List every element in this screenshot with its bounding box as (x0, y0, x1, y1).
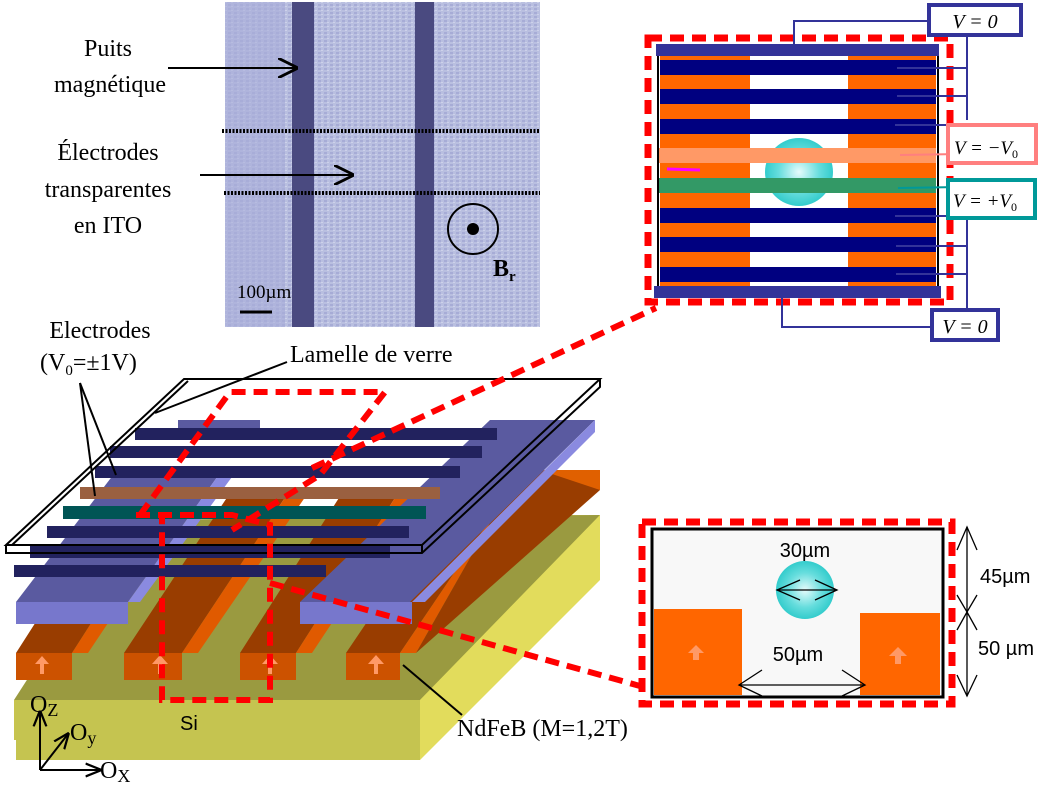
up-arrow-icon (368, 655, 384, 674)
zoom-leader-bottom (269, 580, 641, 689)
positive-electrode-stripe (63, 506, 426, 519)
field-label: Br (493, 256, 516, 285)
field-dot-icon (467, 223, 479, 235)
up-arrow-icon (889, 647, 907, 664)
magnet-strip-front (124, 653, 182, 680)
voltage-top-label: V = 0 (952, 11, 997, 33)
zoom-region-top (137, 389, 392, 533)
pink-marker (666, 167, 701, 172)
bus-bar-top (656, 44, 939, 56)
glass-slide-leader (154, 361, 288, 414)
upper-electrode-stripes (14, 420, 497, 577)
ground-electrode (660, 60, 936, 75)
wire (793, 20, 935, 44)
magnet-leader (402, 664, 463, 716)
wells-label-line2: magnétique (54, 72, 166, 98)
coordinate-axes: OZ Oy OX (30, 692, 130, 786)
negative-electrode-stripe (80, 487, 440, 499)
ground-electrode (660, 208, 936, 223)
voltage-box-bottom: V = 0 (930, 308, 1000, 342)
ground-electrode (660, 89, 936, 104)
cross-section-view: 30µm 50µm 45µm 50 µm (638, 518, 1034, 708)
ground-electrode-stripe (47, 526, 409, 538)
ground-electrode (660, 237, 936, 252)
ground-electrode (660, 267, 936, 282)
magnet-block-top (416, 470, 600, 653)
ito-label-line2: transparentes (45, 177, 172, 203)
ito-label-line3: en ITO (74, 213, 142, 239)
up-arrow-icon (35, 656, 49, 674)
ground-electrode-stripe (14, 565, 326, 577)
ground-electrodes (660, 60, 936, 282)
bead-diameter-label: 30µm (780, 540, 830, 562)
electrode-block-side (412, 420, 595, 602)
upper-height-label: 45µm (980, 566, 1030, 588)
device-3d-assembly (3, 305, 658, 760)
ground-electrode-stripe (95, 466, 460, 478)
voltage-box-top: V = 0 (927, 3, 1023, 37)
voltage-box-positive: V = +V0 (946, 178, 1037, 220)
glass-slide-label: Lamelle de verre (290, 342, 453, 368)
ground-electrode (660, 119, 936, 134)
magnetic-well-stripe (292, 2, 314, 327)
magnet-block-side (520, 470, 600, 490)
zoom-leader-top (310, 305, 658, 471)
voltage-negative-label: V = −V0 (954, 138, 1018, 161)
bus-bar-bottom (654, 286, 941, 298)
electrode-block-front (300, 602, 412, 624)
electrodes-leader (79, 382, 96, 497)
zoom-frame-top (644, 34, 954, 306)
field-out-of-plane-icon (447, 203, 499, 255)
magnetic-well-stripe (415, 2, 434, 327)
magnet-strip-front (346, 653, 400, 680)
glass-slide (3, 378, 603, 554)
axis-y-label: Oy (70, 720, 96, 748)
voltage-positive-label: V = +V0 (953, 191, 1017, 214)
lower-height-label: 50 µm (978, 638, 1034, 660)
voltage-bottom-label: V = 0 (942, 316, 987, 338)
negative-electrode (659, 148, 936, 163)
ground-electrode-stripe (135, 428, 497, 440)
axis-x-label: OX (100, 758, 130, 786)
positive-electrode (659, 178, 936, 193)
si-substrate-front (16, 700, 420, 760)
up-arrow-icon (688, 645, 704, 660)
micrograph-texture-band (225, 2, 285, 327)
zoom-region-outlines (136, 305, 658, 703)
ito-label-line1: Électrodes (57, 140, 158, 166)
substrate-label: Si (180, 713, 198, 735)
scale-bar-label: 100µm (237, 282, 291, 303)
electrode-block-front (16, 602, 128, 624)
wells-label-line1: Puits (84, 36, 132, 62)
micrograph: Br 100µm (222, 2, 540, 327)
wire (781, 298, 930, 328)
magnet-label: NdFeB (M=1,2T) (457, 716, 628, 742)
axis-z-label: OZ (30, 692, 58, 720)
zoom-region-cross-section (136, 512, 273, 703)
gap-width-label: 50µm (773, 644, 823, 666)
electrodes-label-line1: Electrodes (49, 318, 150, 344)
axis-y-arrow (39, 734, 68, 771)
glass-slide-inner-edge (11, 380, 189, 546)
ground-electrode-stripe (110, 446, 482, 458)
dimension-arrows (737, 525, 978, 698)
si-substrate-right (420, 515, 600, 760)
electrodes-leader (79, 382, 117, 476)
zoom-frame-bottom (638, 518, 956, 708)
wires-ground (781, 20, 968, 328)
electrode-layout-schematic: V = 0 V = −V0 V = +V0 V = 0 (644, 3, 1038, 342)
voltage-box-negative: V = −V0 (946, 123, 1038, 165)
electrodes-label-line2: (V0=±1V) (40, 350, 137, 379)
